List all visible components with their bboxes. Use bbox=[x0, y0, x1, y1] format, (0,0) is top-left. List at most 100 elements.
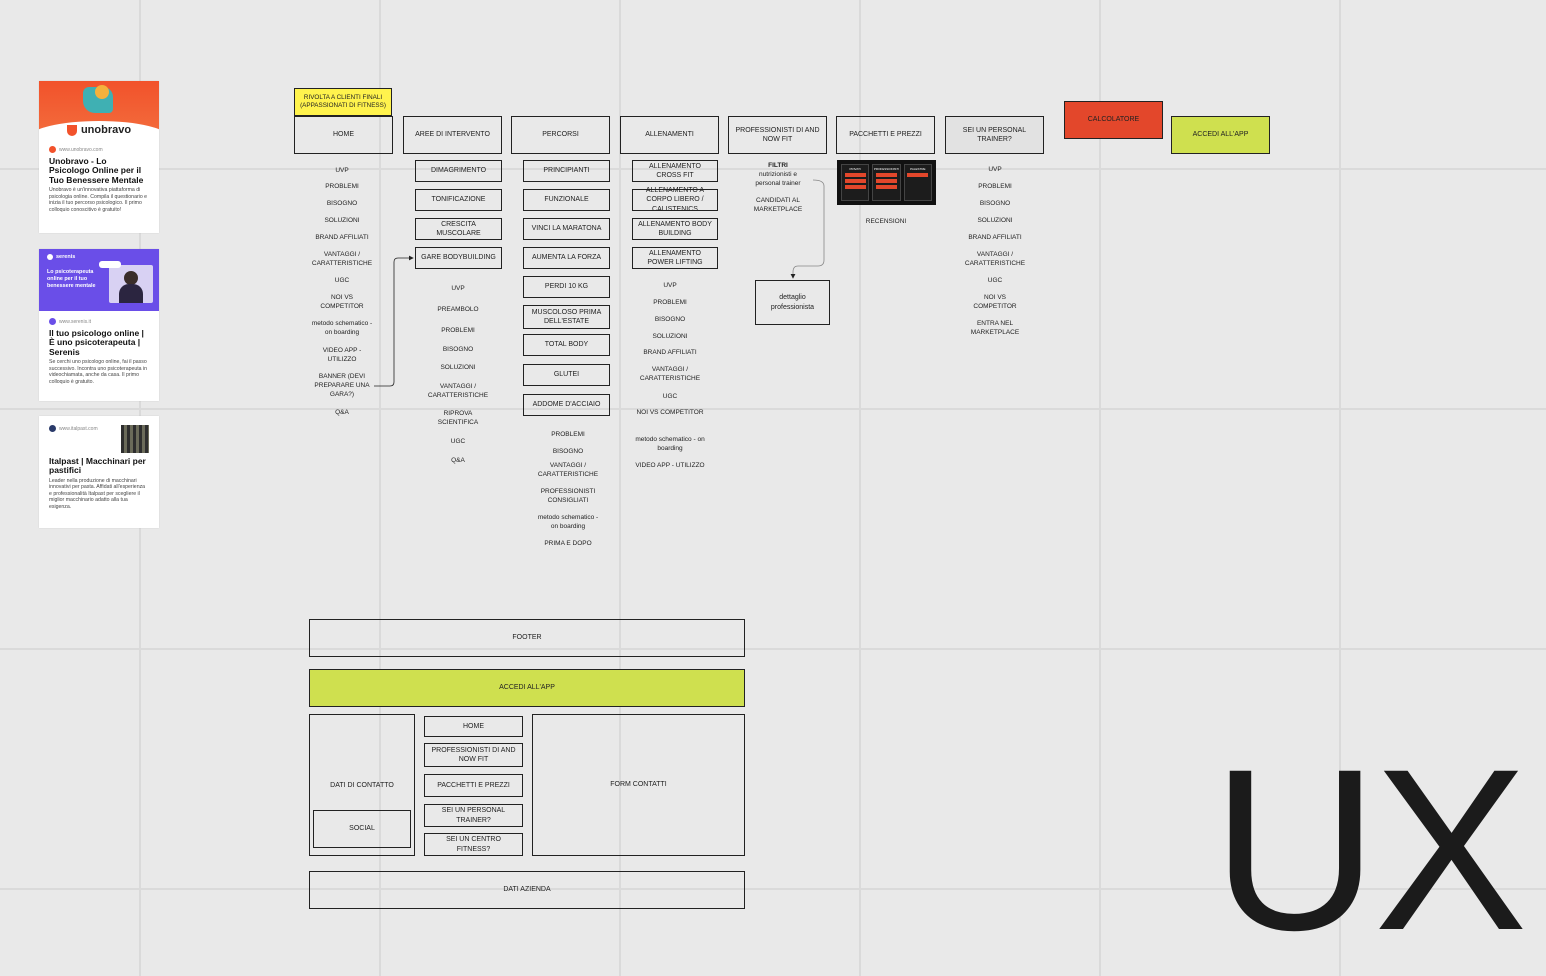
percorsi-box[interactable]: GLUTEI bbox=[523, 364, 610, 386]
percorsi-box[interactable]: PERDI 10 KG bbox=[523, 276, 610, 298]
footer-link-home[interactable]: HOME bbox=[424, 716, 523, 737]
list-item: UVP bbox=[451, 285, 465, 292]
allenamenti-box[interactable]: ALLENAMENTO POWER LIFTING bbox=[632, 247, 718, 269]
form-contatti-box[interactable]: FORM CONTATTI bbox=[532, 714, 745, 856]
percorsi-box[interactable]: AUMENTA LA FORZA bbox=[523, 247, 610, 269]
pricing-card-palestre: PALESTRE bbox=[903, 164, 932, 201]
list-item: VANTAGGI / CARATTERISTICHE bbox=[311, 251, 373, 267]
list-item: BISOGNO bbox=[442, 346, 474, 353]
footer-link-professionisti[interactable]: PROFESSIONISTI DI AND NOW FIT bbox=[424, 743, 523, 767]
card-url: www.serenis.it bbox=[39, 318, 159, 325]
list-item: UGC bbox=[662, 393, 678, 400]
list-item: NOI VS COMPETITOR bbox=[320, 294, 364, 310]
list-item: UVP bbox=[335, 167, 349, 174]
list-item: VIDEO APP - UTILIZZO bbox=[635, 462, 705, 469]
percorsi-box[interactable]: FUNZIONALE bbox=[523, 189, 610, 211]
percorsi-box[interactable]: ADDOME D'ACCIAIO bbox=[523, 394, 610, 416]
aree-box[interactable]: CRESCITA MUSCOLARE bbox=[415, 218, 502, 240]
list-item: PROBLEMI bbox=[551, 431, 585, 438]
list-item: PRIMA E DOPO bbox=[544, 540, 592, 547]
list-item: UVP bbox=[988, 166, 1002, 173]
serenis-banner: serenis Lo psicoterapeuta online per il … bbox=[39, 249, 159, 311]
list-item: metodo schematico - on boarding bbox=[635, 436, 705, 452]
nav-professionisti[interactable]: PROFESSIONISTI DI AND NOW FIT bbox=[728, 116, 827, 154]
pricing-thumbnail[interactable]: PRIVATI PROFESSIONISTI PALESTRE bbox=[837, 160, 936, 205]
list-item: Q&A bbox=[335, 409, 349, 416]
candidati-label: CANDIDATI AL MARKETPLACE bbox=[753, 197, 803, 213]
pricing-card-professionisti: PROFESSIONISTI bbox=[872, 164, 901, 201]
list-item: VANTAGGI / CARATTERISTICHE bbox=[537, 462, 599, 478]
sticky-note[interactable]: RIVOLTA A CLIENTI FINALI (APPASSIONATI D… bbox=[294, 88, 392, 116]
italpast-thumbnail bbox=[121, 425, 149, 453]
footer-box[interactable]: FOOTER bbox=[309, 619, 745, 657]
aree-box[interactable]: TONIFICAZIONE bbox=[415, 189, 502, 211]
list-item: PROBLEMI bbox=[325, 183, 359, 190]
list-item: UGC bbox=[334, 277, 350, 284]
list-item: UGC bbox=[450, 438, 466, 445]
allenamenti-box[interactable]: ALLENAMENTO BODY BUILDING bbox=[632, 218, 718, 240]
nav-pacchetti-e-prezzi[interactable]: PACCHETTI E PREZZI bbox=[836, 116, 935, 154]
dettaglio-professionista-box[interactable]: dettaglio professionista bbox=[755, 280, 830, 325]
card-url: www.italpast.com bbox=[49, 425, 98, 432]
unobravo-logo-text: unobravo bbox=[80, 124, 132, 136]
unobravo-banner bbox=[39, 81, 159, 141]
serenis-logo-icon bbox=[47, 254, 53, 260]
dati-contatto-box[interactable]: DATI DI CONTATTO bbox=[309, 714, 415, 856]
social-box[interactable]: SOCIAL bbox=[313, 810, 411, 848]
card-title[interactable]: Il tuo psicologo online | È uno psicoter… bbox=[49, 328, 144, 357]
percorsi-box[interactable]: TOTAL BODY bbox=[523, 334, 610, 356]
nav-calcolatore[interactable]: CALCOLATORE bbox=[1064, 101, 1163, 139]
filtri-sublabel: nutrizionisti e personal trainer bbox=[755, 171, 801, 187]
card-description: Leader nella produzione di macchinari in… bbox=[49, 477, 146, 510]
chat-bubble-icon bbox=[99, 261, 121, 268]
serenis-favicon-icon bbox=[49, 318, 56, 325]
card-description: Se cerchi uno psicologo online, fai il p… bbox=[49, 359, 148, 385]
nav-accedi-app[interactable]: ACCEDI ALL'APP bbox=[1171, 116, 1270, 154]
allenamenti-box[interactable]: ALLENAMENTO A CORPO LIBERO / CALISTENICS bbox=[632, 187, 718, 213]
percorsi-box[interactable]: VINCI LA MARATONA bbox=[523, 218, 610, 240]
allenamenti-box[interactable]: ALLENAMENTO CROSS FIT bbox=[632, 160, 718, 182]
dati-azienda-box[interactable]: DATI AZIENDA bbox=[309, 871, 745, 909]
banner-to-gare-connector bbox=[374, 255, 414, 387]
reference-card-serenis[interactable]: serenis Lo psicoterapeuta online per il … bbox=[39, 249, 159, 401]
serenis-banner-text: Lo psicoterapeuta online per il tuo bene… bbox=[47, 269, 96, 289]
italpast-favicon-icon bbox=[49, 425, 56, 432]
nav-personal-trainer[interactable]: SEI UN PERSONAL TRAINER? bbox=[945, 116, 1044, 154]
reference-card-unobravo[interactable]: unobravo www.unobravo.com Unobravo - Lo … bbox=[39, 81, 159, 233]
list-item: metodo schematico - on boarding bbox=[537, 514, 599, 530]
percorsi-box[interactable]: MUSCOLOSO PRIMA DELL'ESTATE bbox=[523, 305, 610, 329]
aree-box[interactable]: DIMAGRIMENTO bbox=[415, 160, 502, 182]
card-title[interactable]: Italpast | Macchinari per pastifici bbox=[49, 456, 146, 476]
aree-box[interactable]: GARE BODYBUILDING bbox=[415, 247, 502, 269]
nav-aree-di-intervento[interactable]: AREE DI INTERVENTO bbox=[403, 116, 502, 154]
list-item: BISOGNO bbox=[979, 200, 1011, 207]
card-url: www.unobravo.com bbox=[39, 146, 159, 153]
therapist-photo bbox=[109, 265, 153, 303]
list-item: BISOGNO bbox=[326, 200, 358, 207]
ux-title: UX bbox=[1212, 721, 1528, 976]
list-item: BRAND AFFILIATI bbox=[968, 234, 1022, 241]
list-item: PROBLEMI bbox=[978, 183, 1012, 190]
list-item: SOLUZIONI bbox=[324, 217, 360, 224]
nav-allenamenti[interactable]: ALLENAMENTI bbox=[620, 116, 719, 154]
card-title[interactable]: Unobravo - Lo Psicologo Online per il Tu… bbox=[49, 156, 144, 185]
list-item: SOLUZIONI bbox=[977, 217, 1013, 224]
nav-home[interactable]: HOME bbox=[294, 116, 393, 154]
footer-link-personal-trainer[interactable]: SEI UN PERSONAL TRAINER? bbox=[424, 804, 523, 827]
footer-link-pacchetti[interactable]: PACCHETTI E PREZZI bbox=[424, 774, 523, 797]
list-item: VIDEO APP - UTILIZZO bbox=[322, 347, 362, 363]
list-item: BRAND AFFILIATI bbox=[315, 234, 369, 241]
unobravo-logo-icon bbox=[66, 124, 77, 136]
footer-link-centro-fitness[interactable]: SEI UN CENTRO FITNESS? bbox=[424, 833, 523, 856]
list-item: VANTAGGI / CARATTERISTICHE bbox=[639, 366, 701, 382]
list-item: Q&A bbox=[451, 457, 465, 464]
list-item: BISOGNO bbox=[552, 448, 584, 455]
list-item: NOI VS COMPETITOR bbox=[973, 294, 1017, 310]
list-item: metodo schematico - on boarding bbox=[311, 320, 373, 336]
filtri-label: FILTRI bbox=[768, 162, 788, 169]
footer-accedi-app[interactable]: ACCEDI ALL'APP bbox=[309, 669, 745, 707]
unobravo-logo: unobravo bbox=[39, 124, 159, 136]
reference-card-italpast[interactable]: www.italpast.com Italpast | Macchinari p… bbox=[39, 416, 159, 528]
nav-percorsi[interactable]: PERCORSI bbox=[511, 116, 610, 154]
percorsi-box[interactable]: PRINCIPIANTI bbox=[523, 160, 610, 182]
